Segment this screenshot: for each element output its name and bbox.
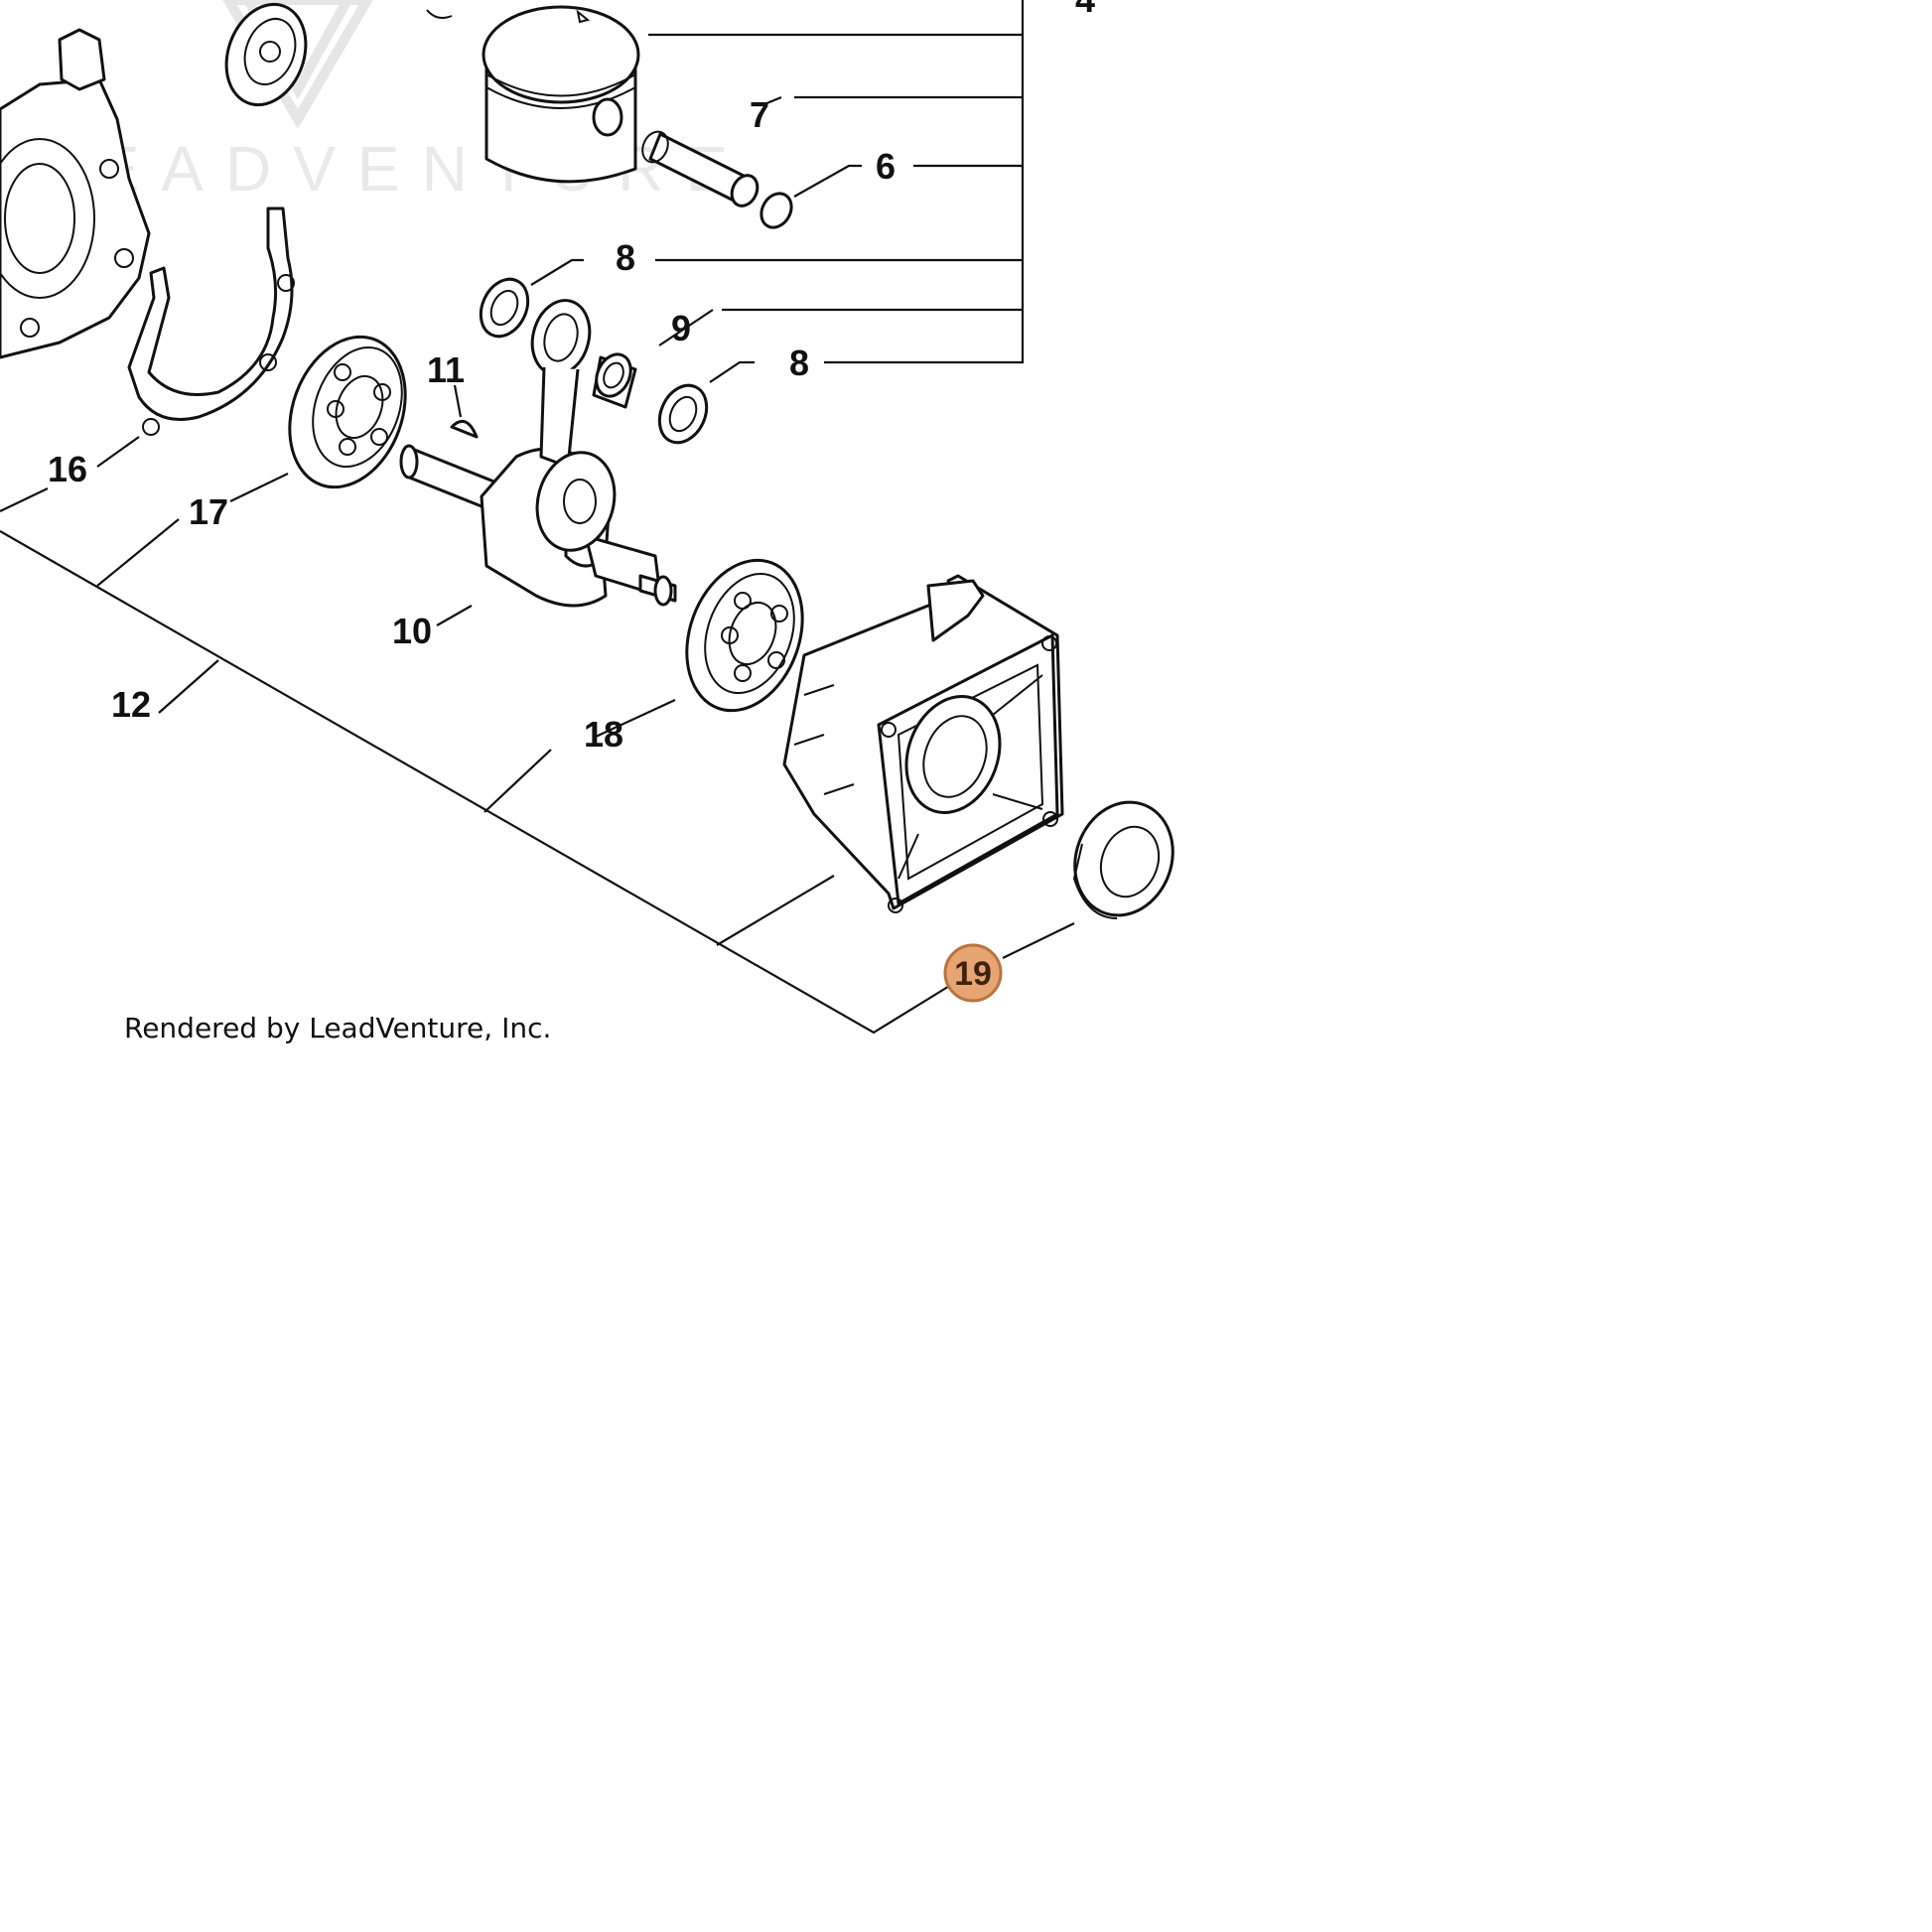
callout-6[interactable]: 6 (876, 146, 896, 187)
callout-8-lower[interactable]: 8 (789, 343, 809, 383)
callout-9[interactable]: 9 (671, 308, 691, 348)
credit-line: Rendered by LeadVenture, Inc. (124, 1012, 551, 1044)
piston (482, 5, 640, 184)
callout-12[interactable]: 12 (111, 684, 151, 725)
crankshaft (399, 444, 677, 608)
callout-19[interactable]: 19 (954, 955, 992, 993)
needle-bearing (592, 352, 637, 409)
woodruff-key (450, 419, 479, 439)
crankcase-half-right (782, 574, 1064, 913)
callout-7[interactable]: 7 (750, 94, 769, 135)
bearing-17 (288, 335, 407, 489)
callout-18[interactable]: 18 (584, 714, 623, 755)
callout-labels: 4 7 6 8 9 8 11 16 17 10 12 18 19 (48, 0, 1095, 1003)
crankcase-half-left (0, 28, 151, 359)
callout-17[interactable]: 17 (189, 491, 228, 532)
circlip (759, 192, 793, 229)
circlip-top (426, 9, 453, 19)
bearing-18 (685, 558, 804, 713)
callout-4[interactable]: 4 (1075, 0, 1095, 20)
wrist-pin (641, 130, 759, 207)
callout-16[interactable]: 16 (48, 449, 87, 489)
connecting-rod (530, 299, 617, 552)
crankcase-gasket (127, 207, 295, 436)
callout-19-highlight[interactable] (943, 943, 1003, 1003)
callout-10[interactable]: 10 (392, 611, 432, 651)
upper-bearing (224, 2, 308, 107)
thrust-washer-lower (657, 383, 709, 445)
watermark: LEADVENTURE (40, 0, 728, 205)
callout-8-upper[interactable]: 8 (616, 237, 635, 278)
thrust-washer-upper (479, 277, 530, 339)
leader-lines (0, 0, 1075, 1035)
oil-seal (1072, 800, 1174, 919)
callout-11[interactable]: 11 (427, 349, 465, 390)
